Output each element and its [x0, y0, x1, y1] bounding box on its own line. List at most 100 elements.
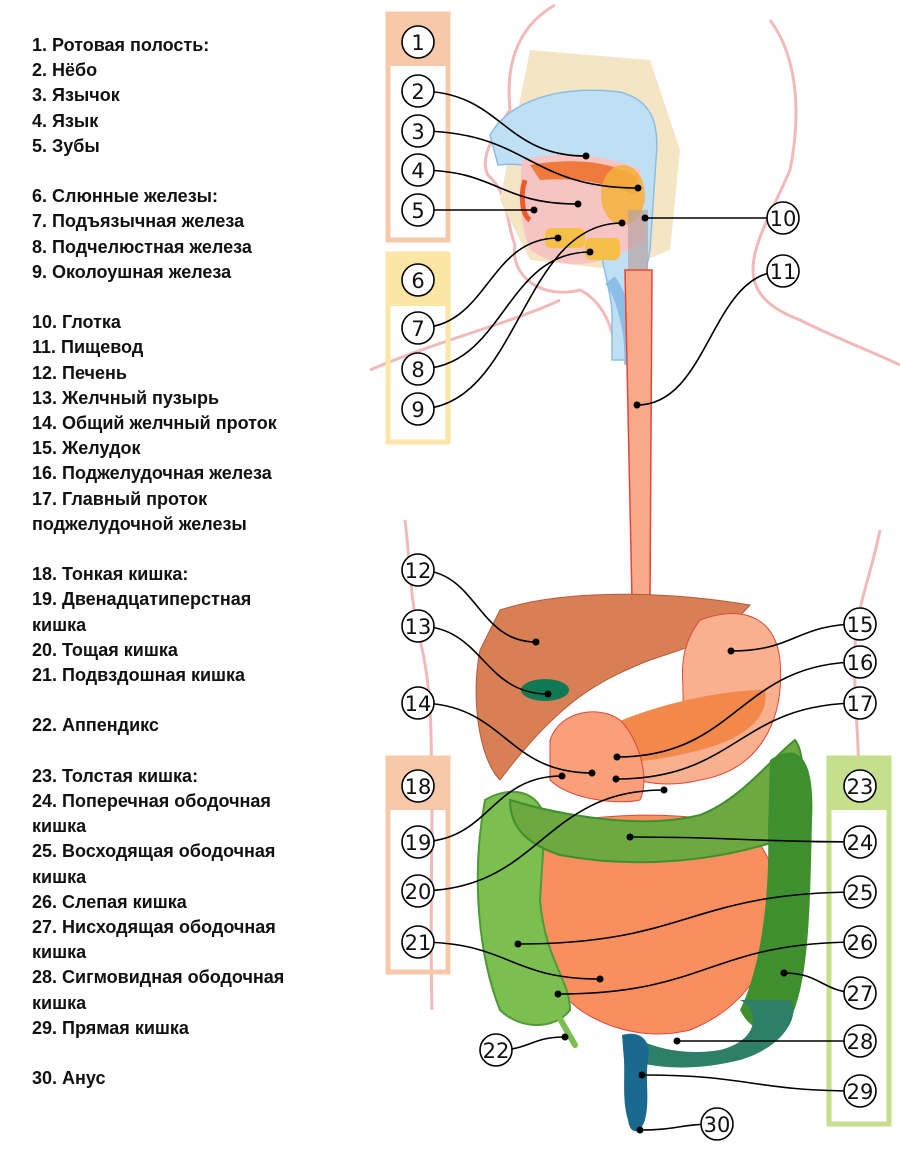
callout-circle	[843, 1074, 877, 1108]
callout-21: 21	[401, 925, 435, 959]
descending-colon	[740, 752, 813, 1031]
legend-item: 12. Печень	[32, 362, 127, 383]
sigmoid-colon	[630, 1000, 794, 1068]
callout-circle	[843, 925, 877, 959]
leader-line-7	[417, 237, 559, 329]
callout-number: 24	[847, 831, 874, 855]
leader-dot-3	[634, 184, 642, 192]
callout-18: 18	[401, 769, 435, 803]
callout-6: 6	[401, 263, 435, 297]
leader-dot-15	[727, 647, 735, 655]
callout-26: 26	[843, 925, 877, 959]
callout-number: 17	[847, 692, 874, 716]
callout-2: 2	[401, 74, 435, 108]
callout-circle	[401, 74, 435, 108]
legend-item: 23. Толстая кишка:	[32, 765, 199, 786]
leader-line-21	[417, 941, 601, 980]
callout-number: 12	[405, 559, 432, 583]
callout-circle	[766, 254, 800, 288]
callout-circle	[401, 114, 435, 148]
callout-circle	[843, 607, 877, 641]
callout-circle	[401, 263, 435, 297]
leader-line-11	[636, 270, 784, 406]
callout-28: 28	[843, 1024, 877, 1058]
leader-dot-12	[532, 638, 540, 646]
callout-22: 22	[479, 1033, 513, 1067]
legend-item: 2. Нёбо	[32, 60, 98, 81]
callout-11: 11	[766, 254, 800, 288]
callout-number: 14	[405, 692, 432, 716]
abdominal-organs	[475, 593, 813, 1132]
callout-10: 10	[766, 201, 800, 235]
callout-number: 25	[847, 881, 874, 905]
callout-circle	[843, 1024, 877, 1058]
callout-number: 2	[411, 80, 424, 104]
callout-number: 28	[847, 1030, 874, 1054]
callout-number: 13	[405, 615, 432, 639]
callout-8: 8	[401, 352, 435, 386]
callout-24: 24	[843, 825, 877, 859]
leader-dot-20	[660, 786, 668, 794]
leader-line-25	[517, 891, 861, 945]
callout-number: 11	[770, 260, 797, 284]
callout-number: 1	[411, 31, 424, 55]
callout-circle	[843, 645, 877, 679]
callout-14: 14	[401, 686, 435, 720]
callout-circle	[843, 976, 877, 1010]
leader-dot-22	[561, 1033, 569, 1041]
callout-circle	[401, 392, 435, 426]
rectum	[622, 1033, 649, 1132]
callout-number: 18	[405, 775, 432, 799]
legend-item: 28. Сигмовидная ободочная кишка	[32, 967, 285, 1013]
leader-line-16	[616, 661, 861, 758]
legend-item: 11. Пищевод	[32, 337, 144, 358]
pancreas	[600, 690, 766, 762]
leader-dot-9	[618, 219, 626, 227]
legend-item: 6. Слюнные железы:	[32, 186, 219, 207]
leader-dot-24	[626, 833, 634, 841]
callout-number: 29	[847, 1080, 874, 1104]
callout-number: 30	[704, 1113, 731, 1137]
callout-30: 30	[700, 1107, 734, 1141]
callout-number: 23	[847, 775, 874, 799]
leader-line-2	[417, 90, 587, 157]
callout-circle	[843, 825, 877, 859]
callout-number: 20	[405, 880, 432, 904]
callout-circle	[401, 825, 435, 859]
callout-circle	[401, 193, 435, 227]
callout-19: 19	[401, 825, 435, 859]
legend-item: 10. Глотка	[32, 312, 121, 333]
leader-line-8	[417, 251, 591, 370]
leader-dot-11	[633, 401, 641, 409]
legend-item: 24. Поперечная ободочная кишка	[32, 791, 271, 837]
callout-circle	[843, 769, 877, 803]
callout-circle	[401, 925, 435, 959]
leader-dot-4	[574, 200, 582, 208]
callout-circle	[479, 1033, 513, 1067]
legend-item: 19. Двенадцатиперстная кишка	[32, 589, 252, 635]
legend-item: 30. Анус	[32, 1068, 106, 1089]
leader-line-12	[417, 569, 537, 643]
callout-circle	[401, 352, 435, 386]
leader-dot-2	[582, 152, 590, 160]
leader-dot-28	[673, 1037, 681, 1045]
gallbladder	[521, 679, 569, 701]
callout-circle	[843, 686, 877, 720]
callout-17: 17	[843, 686, 877, 720]
leader-dot-10	[641, 214, 649, 222]
legend-item: 7. Подъязычная железа	[32, 211, 245, 232]
callout-markers: 1234567891011121314151617181920212223242…	[401, 25, 877, 1141]
callout-circle	[401, 25, 435, 59]
callout-number: 4	[411, 159, 424, 183]
callout-7: 7	[401, 311, 435, 345]
callout-12: 12	[401, 553, 435, 587]
leader-dot-21	[596, 975, 604, 983]
leader-dot-19	[558, 772, 566, 780]
callout-number: 22	[483, 1039, 510, 1063]
leader-dot-27	[780, 969, 788, 977]
leader-line-4	[417, 169, 579, 205]
legend-item: 29. Прямая кишка	[32, 1017, 189, 1038]
callout-number: 9	[411, 398, 424, 422]
